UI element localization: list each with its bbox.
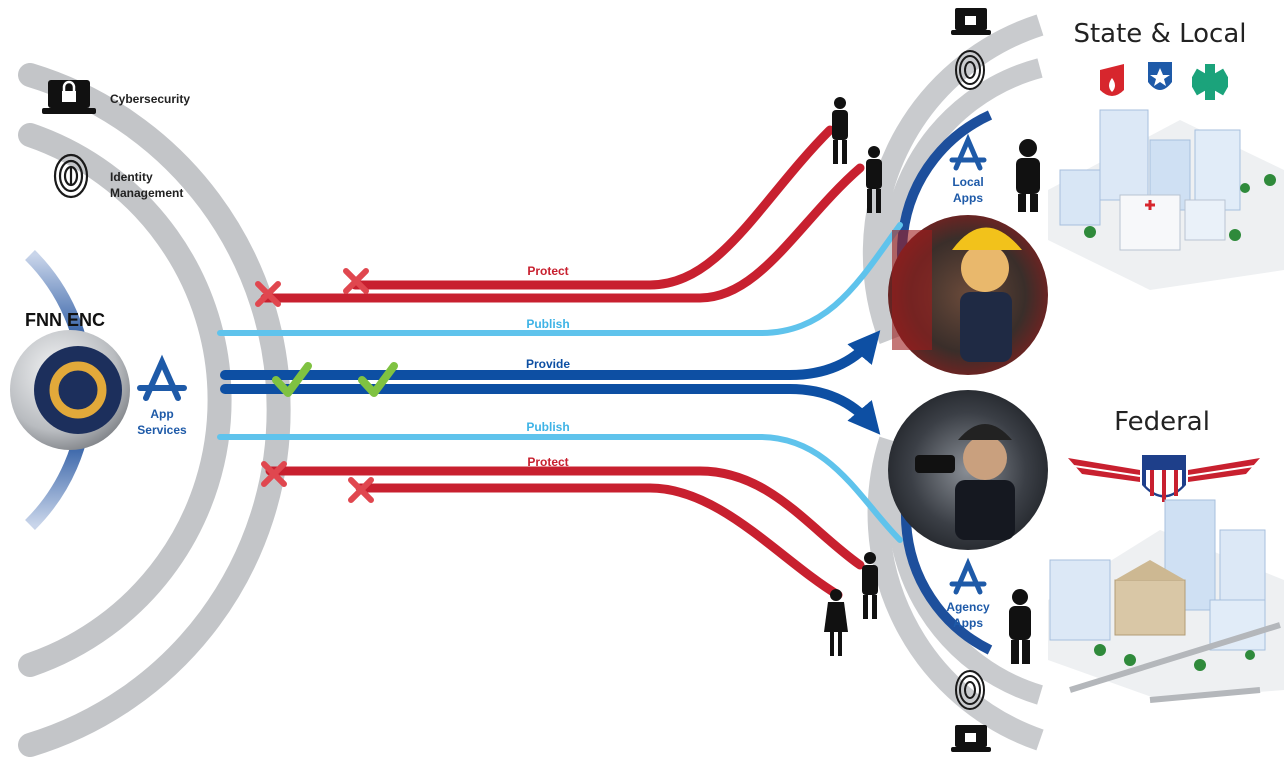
local-apps-label-line1: Local [952,175,983,189]
fingerprint-icon [955,670,985,710]
publish-bottom-flow [217,434,903,543]
protect-top-label: Protect [527,264,568,278]
medical-star-icon [1191,64,1229,100]
federal-city-illustration [1048,499,1284,703]
identity-label-line1: Identity [110,170,153,184]
federal-eagle-shield-icon [1068,455,1260,502]
federal-title: Federal [1114,407,1210,437]
firefighter-photo [888,215,1048,375]
firefighter-silhouette-icon [1016,139,1040,212]
publish-bottom-label: Publish [526,420,569,434]
check-mark-icon [358,362,398,397]
provide-flow [220,330,881,435]
identity-label-line2: Management [110,186,183,200]
publish-top-flow [217,222,903,336]
protect-bottom-label: Protect [527,455,568,469]
fingerprint-icon [53,153,89,199]
app-store-icon [949,133,987,171]
lock-laptop-icon [951,725,991,752]
person-silhouette-icon [824,589,848,656]
x-mark-icon [255,281,281,307]
agency-apps-label-line1: Agency [946,600,990,614]
person-silhouette-icon [866,146,882,213]
allow-marks [272,362,398,397]
tactical-officer-photo [888,390,1048,550]
state-local-city-illustration [1048,109,1284,290]
lock-laptop-icon [951,8,991,35]
app-services-label-line2: Services [137,423,187,437]
protect-top-flow [260,125,865,303]
person-silhouette-icon [862,552,878,619]
state-local-title: State & Local [1073,19,1246,49]
provide-label: Provide [526,357,570,371]
x-mark-icon [348,477,374,503]
cybersecurity-label: Cybersecurity [110,92,190,106]
x-mark-icon [343,268,369,294]
agency-apps-label-line2: Apps [953,616,983,630]
fingerprint-icon [955,50,985,90]
officer-silhouette-icon [1009,589,1031,664]
app-store-icon [949,557,987,595]
protect-bottom-flow [265,466,865,600]
app-store-icon [137,354,187,401]
police-badge-icon [1148,62,1172,90]
block-marks [255,268,374,503]
fire-shield-icon [1100,64,1124,96]
x-mark-icon [261,461,287,487]
fnn-enc-disc [10,330,130,450]
app-services-label-line1: App [150,407,173,421]
publish-top-label: Publish [526,317,569,331]
hub-title: FNN ENC [25,310,105,330]
lock-laptop-icon [42,80,96,114]
person-silhouette-icon [832,97,848,164]
local-apps-label-line2: Apps [953,191,983,205]
check-mark-icon [272,362,312,397]
